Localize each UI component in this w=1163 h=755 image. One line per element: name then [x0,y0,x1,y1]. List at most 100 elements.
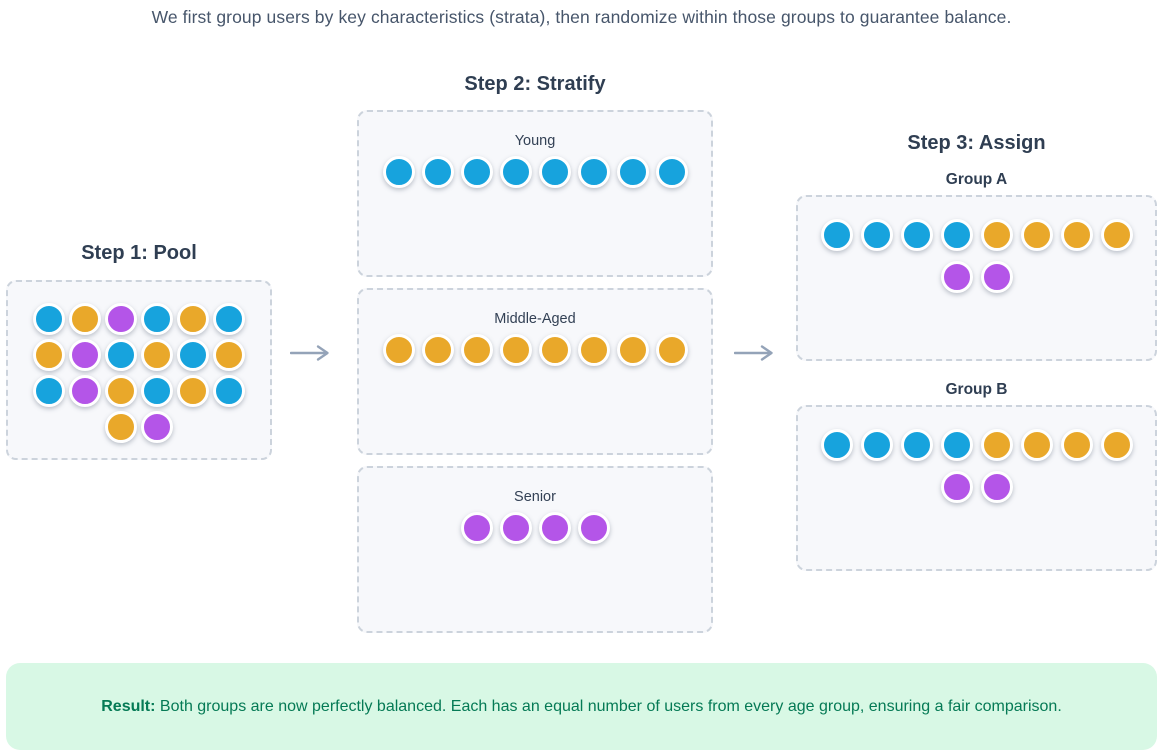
user-dot-middle [105,411,137,443]
user-dot-middle [177,303,209,335]
user-dot-young [421,156,454,188]
user-dot-middle [105,375,137,407]
step-assign-title: Step 3: Assign [907,132,1046,154]
user-dot-young [499,156,532,188]
dot-row [359,156,711,188]
user-dot-young [177,339,209,371]
user-dot-young [820,429,853,461]
user-dot-young [141,375,173,407]
stratum-dots-young [359,156,711,188]
user-dot-middle [499,334,532,366]
user-dot-young [940,429,973,461]
user-dot-middle [577,334,610,366]
dot-row [798,429,1155,461]
user-dot-senior [940,471,973,503]
group-a-label: Group A [945,171,1008,188]
group-b-dots [798,429,1155,503]
user-dot-senior [69,339,101,371]
step-pool-title: Step 1: Pool [81,242,197,264]
step-pool-section: Step 1: Pool [6,241,272,460]
dot-row [8,411,270,443]
user-dot-young [900,429,933,461]
user-dot-senior [69,375,101,407]
user-dot-young [577,156,610,188]
user-dot-middle [1060,219,1093,251]
dot-row [359,334,711,366]
stratum-label-middle-aged: Middle-Aged [494,311,576,327]
user-dot-senior [538,512,571,544]
user-dot-senior [499,512,532,544]
user-dot-middle [421,334,454,366]
dot-row [798,219,1155,251]
user-dot-middle [980,429,1013,461]
user-dot-middle [1060,429,1093,461]
stratum-box-middle-aged: Middle-Aged [357,288,713,455]
user-dot-middle [213,339,245,371]
result-banner: Result: Both groups are now perfectly ba… [6,663,1157,750]
user-dot-young [213,303,245,335]
step-assign-section: Step 3: Assign Group A Group B [796,131,1157,591]
stratum-dots-middle-aged [359,334,711,366]
stratum-box-young: Young [357,110,713,277]
dot-row [798,471,1155,503]
user-dot-middle [616,334,649,366]
user-dot-young [213,375,245,407]
group-a-box [796,195,1157,361]
user-dot-middle [1020,429,1053,461]
user-dot-middle [655,334,688,366]
user-dot-young [820,219,853,251]
user-dot-senior [940,261,973,293]
user-dot-middle [141,339,173,371]
step-stratify-title: Step 2: Stratify [464,73,606,95]
user-dot-middle [33,339,65,371]
user-dot-young [105,339,137,371]
user-dot-young [382,156,415,188]
user-dot-young [33,375,65,407]
user-dot-young [655,156,688,188]
user-dot-middle [460,334,493,366]
user-dot-young [860,219,893,251]
stratum-dots-senior [359,512,711,544]
user-dot-senior [980,261,1013,293]
user-dot-young [860,429,893,461]
user-dot-middle [382,334,415,366]
result-label: Result: [101,697,156,715]
user-dot-middle [177,375,209,407]
group-b-label: Group B [945,381,1008,398]
user-dot-middle [69,303,101,335]
user-dot-young [940,219,973,251]
right-arrow-icon [290,345,329,361]
pool-dot-grid [8,303,270,443]
intro-text: We first group users by key characterist… [151,7,1012,27]
dot-row [359,512,711,544]
right-arrow-icon [734,345,773,361]
result-body: Both groups are now perfectly balanced. … [159,697,1062,715]
user-dot-middle [1020,219,1053,251]
step-stratify-section: Step 2: Stratify Young Middle-Aged Senio… [357,72,713,644]
user-dot-middle [1100,429,1133,461]
user-dot-young [460,156,493,188]
user-dot-young [141,303,173,335]
user-dot-middle [538,334,571,366]
result-text: Result: Both groups are now perfectly ba… [101,694,1062,720]
user-dot-middle [980,219,1013,251]
user-dot-senior [141,411,173,443]
dot-row [798,261,1155,293]
pool-box [6,280,272,460]
stratum-label-senior: Senior [514,489,556,505]
user-dot-young [900,219,933,251]
group-b-box [796,405,1157,571]
stratum-box-senior: Senior [357,466,713,633]
user-dot-senior [577,512,610,544]
user-dot-young [33,303,65,335]
user-dot-senior [105,303,137,335]
user-dot-young [538,156,571,188]
user-dot-senior [460,512,493,544]
dot-row [8,303,270,335]
dot-row [8,339,270,371]
user-dot-young [616,156,649,188]
stratum-label-young: Young [514,133,556,149]
user-dot-senior [980,471,1013,503]
dot-row [8,375,270,407]
